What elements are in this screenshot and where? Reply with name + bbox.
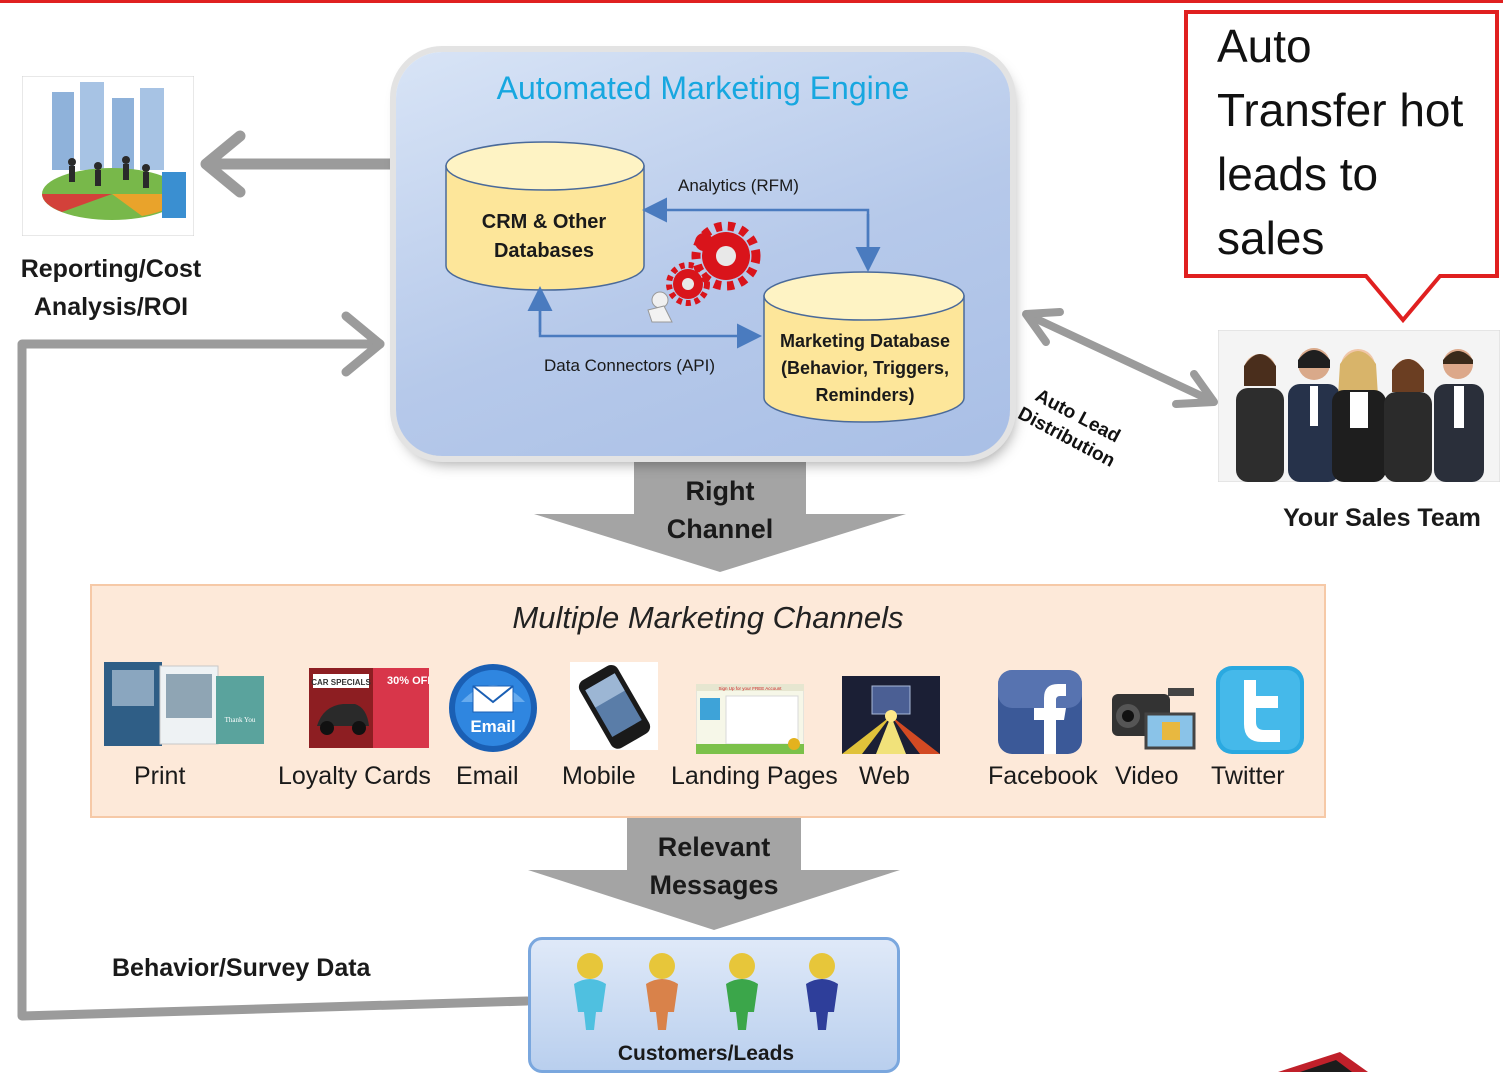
behavior-feedback-loop (17, 311, 532, 1021)
analytics-connector (642, 197, 881, 272)
customers-label: Customers/Leads (617, 1042, 795, 1065)
sales-team-label: Your Sales Team (1283, 504, 1481, 532)
relevant-messages-arrow (528, 818, 900, 930)
print-icon: Thank You (104, 662, 264, 746)
crm-database-cylinder (445, 141, 645, 291)
landing-page-icon: Sign Up for your FREE Account (696, 684, 804, 754)
relevant-messages-label: Relevant Messages (649, 832, 779, 900)
data-connectors-link (527, 286, 762, 349)
reporting-label: Reporting/Cost Analysis/ROI (20, 255, 202, 321)
right-channel-arrow (534, 462, 906, 572)
channel-label-facebook: Facebook (988, 762, 1098, 790)
marketing-database-cylinder (763, 271, 965, 423)
arrow-to-reporting (200, 130, 402, 198)
corner-logo (1278, 1052, 1368, 1072)
loyalty-card-text: CAR SPECIALS (311, 678, 371, 687)
crm-database-label: CRM & Other Databases (481, 211, 607, 262)
print-card-text: Thank You (225, 716, 256, 724)
top-accent-line (0, 0, 1503, 3)
engine-title: Automated Marketing Engine (496, 70, 910, 106)
customer-icon (646, 953, 678, 1030)
reporting-chart-icon (22, 76, 194, 236)
channel-label-landing-pages: Landing Pages (671, 762, 838, 790)
customer-icon (806, 953, 838, 1030)
web-icon (842, 676, 940, 754)
channel-label-loyalty-cards: Loyalty Cards (278, 762, 431, 790)
twitter-icon (1216, 666, 1304, 754)
data-connectors-label: Data Connectors (API) (544, 356, 716, 375)
video-icon (1112, 688, 1196, 750)
lead-distribution-arrow (1022, 308, 1218, 408)
landing-page-text: Sign Up for your FREE Account (718, 686, 782, 691)
channel-label-mobile: Mobile (562, 762, 636, 790)
customer-icon (726, 953, 758, 1030)
channel-label-web: Web (859, 762, 910, 790)
gears-icon (647, 221, 761, 323)
callout-text: Auto Transfer hot leads to sales (1217, 20, 1464, 264)
mobile-icon (570, 662, 658, 750)
analytics-label: Analytics (RFM) (678, 176, 799, 195)
channel-label-print: Print (134, 762, 186, 790)
email-icon: Email (449, 664, 537, 752)
behavior-data-label: Behavior/Survey Data (112, 954, 371, 982)
channel-label-video: Video (1115, 762, 1179, 790)
callout-bubble (1184, 10, 1499, 324)
channel-label-email: Email (456, 762, 519, 790)
loyalty-card-icon: CAR SPECIALS 30% OFF (309, 668, 429, 748)
marketing-database-label: Marketing Database (Behavior, Triggers, … (779, 331, 951, 405)
loyalty-card-offer: 30% OFF (387, 675, 429, 687)
customer-icon (574, 953, 606, 1030)
channels-title: Multiple Marketing Channels (512, 600, 904, 635)
right-channel-label: Right Channel (666, 476, 774, 544)
sales-team-photo (1218, 330, 1500, 482)
channel-label-twitter: Twitter (1211, 762, 1285, 790)
email-icon-text: Email (470, 717, 515, 736)
facebook-icon (998, 670, 1082, 754)
